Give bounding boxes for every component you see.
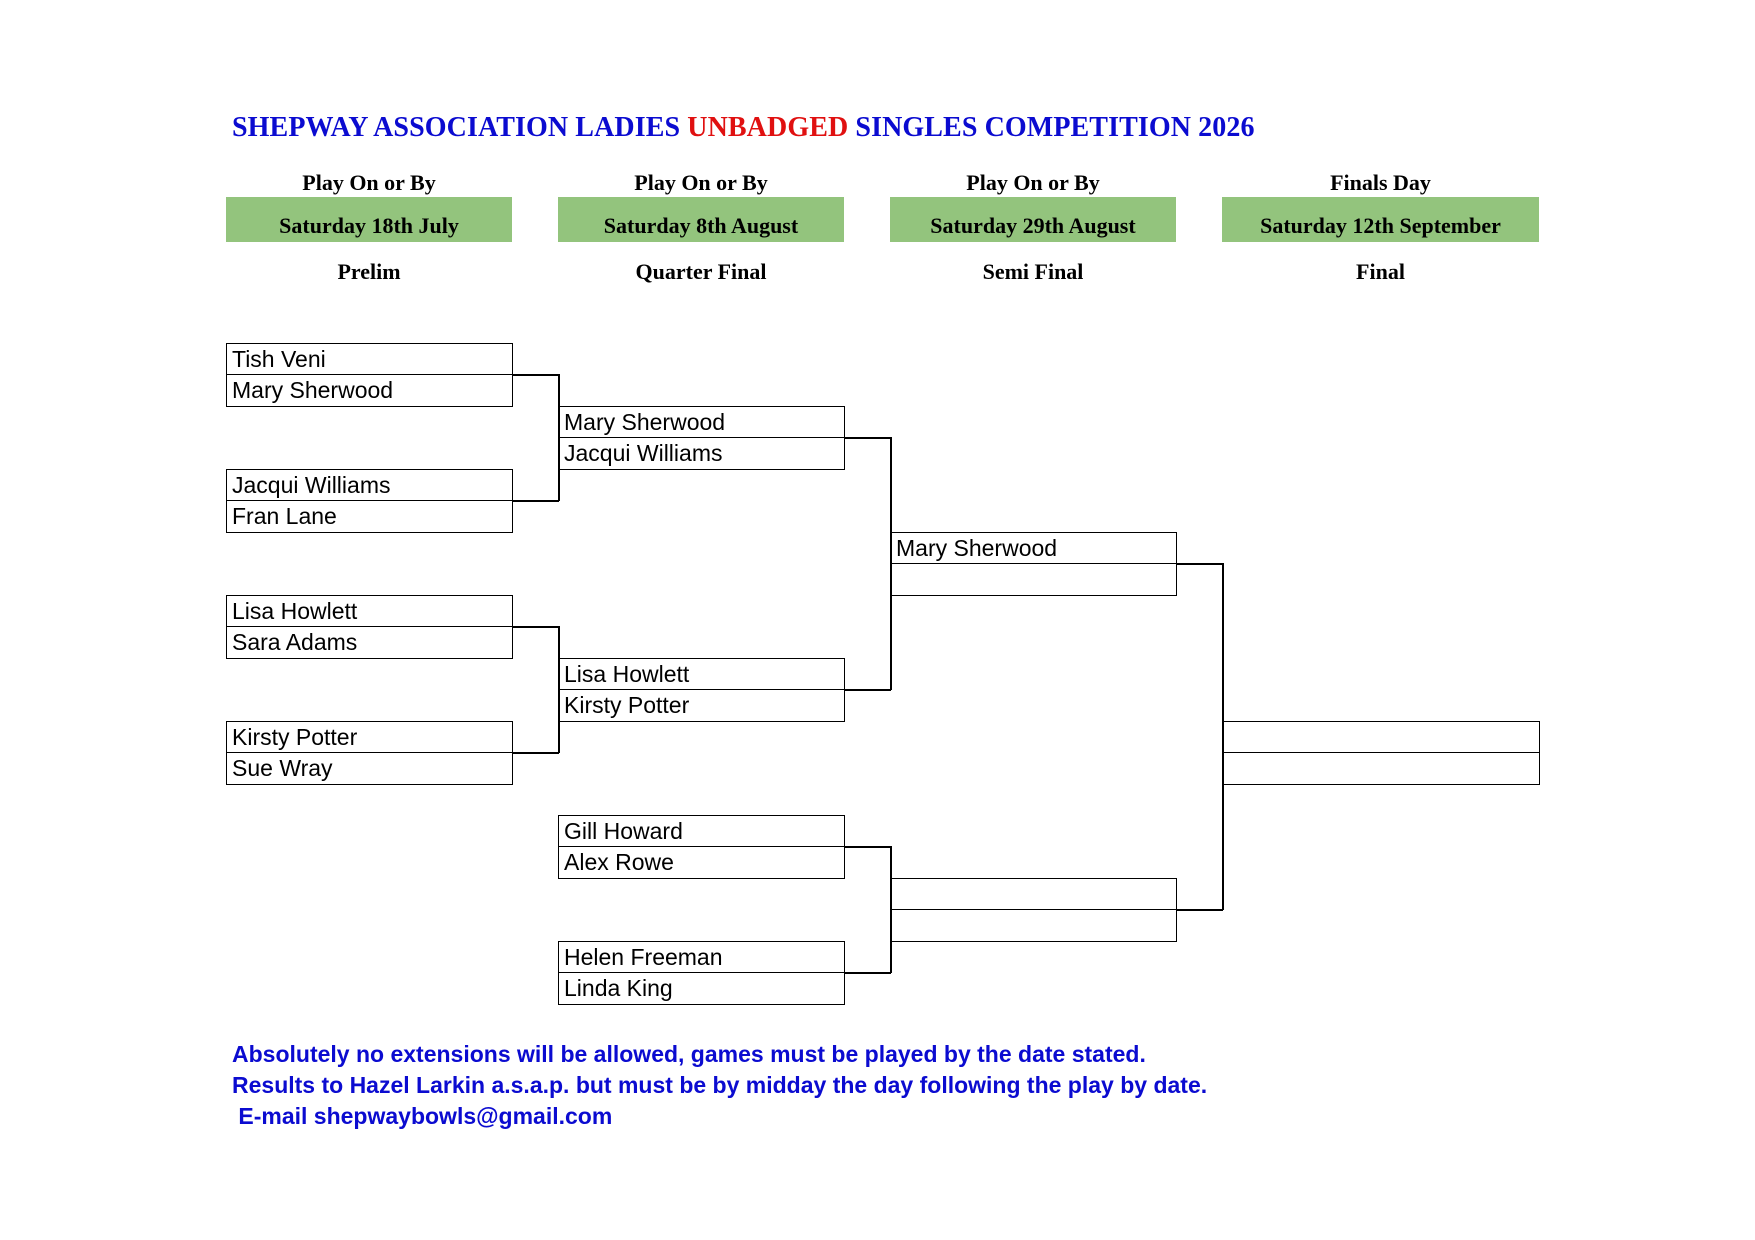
quarter-final-slot: Mary Sherwood: [558, 406, 845, 439]
round-quarter-date: Saturday 8th August: [558, 197, 844, 242]
semi-final-slot: Mary Sherwood: [890, 532, 1177, 565]
round-prelim-date: Saturday 18th July: [226, 197, 512, 242]
title-prefix: SHEPWAY ASSOCIATION LADIES: [232, 112, 688, 143]
final-slot: [1222, 721, 1540, 754]
round-final-date: Saturday 12th September: [1222, 197, 1539, 242]
quarter-final-slot: Helen Freeman: [558, 941, 845, 974]
round-semi-top: Play On or By: [966, 170, 1100, 195]
note-results: Results to Hazel Larkin a.s.a.p. but mus…: [232, 1072, 1208, 1098]
quarter-final-slot: Alex Rowe: [558, 846, 845, 879]
bracket-connector: [512, 626, 559, 628]
bracket-connector: [890, 437, 892, 690]
bracket-connector: [512, 752, 559, 754]
bracket-connector: [512, 500, 559, 502]
round-semi-date: Saturday 29th August: [890, 197, 1176, 242]
round-final-name: Final: [1356, 259, 1405, 284]
title-highlight: UNBADGED: [687, 112, 849, 143]
bracket-connector: [844, 846, 891, 848]
round-prelim-name: Prelim: [337, 259, 401, 284]
title-suffix: SINGLES COMPETITION 2026: [848, 112, 1255, 143]
bracket-connector: [1222, 563, 1224, 910]
page-title: SHEPWAY ASSOCIATION LADIES UNBADGED SING…: [232, 112, 1255, 144]
quarter-final-slot: Jacqui Williams: [558, 437, 845, 470]
round-quarter-top: Play On or By: [634, 170, 768, 195]
semi-final-slot: [890, 909, 1177, 942]
note-email: E-mail shepwaybowls@gmail.com: [232, 1103, 613, 1129]
final-slot: [1222, 752, 1540, 785]
bracket-connector: [558, 374, 560, 501]
round-final-top: Finals Day: [1330, 170, 1431, 195]
bracket-connector: [1176, 563, 1223, 565]
prelim-slot: Sue Wray: [226, 752, 513, 785]
round-prelim-top: Play On or By: [302, 170, 436, 195]
prelim-slot: Fran Lane: [226, 500, 513, 533]
quarter-final-slot: Lisa Howlett: [558, 658, 845, 691]
bracket-connector: [1176, 909, 1223, 911]
prelim-slot: Kirsty Potter: [226, 721, 513, 754]
bracket-connector: [890, 846, 892, 973]
semi-final-slot: [890, 563, 1177, 596]
prelim-slot: Mary Sherwood: [226, 374, 513, 407]
round-quarter-name: Quarter Final: [635, 259, 767, 284]
quarter-final-slot: Linda King: [558, 972, 845, 1005]
bracket-connector: [844, 972, 891, 974]
round-semi-name: Semi Final: [982, 259, 1084, 284]
prelim-slot: Sara Adams: [226, 626, 513, 659]
bracket-connector: [558, 626, 560, 753]
bracket-connector: [512, 374, 559, 376]
note-extensions: Absolutely no extensions will be allowed…: [232, 1041, 1146, 1067]
bracket-connector: [844, 437, 891, 439]
prelim-slot: Lisa Howlett: [226, 595, 513, 628]
quarter-final-slot: Kirsty Potter: [558, 689, 845, 722]
semi-final-slot: [890, 878, 1177, 911]
prelim-slot: Tish Veni: [226, 343, 513, 376]
quarter-final-slot: Gill Howard: [558, 815, 845, 848]
bracket-connector: [844, 689, 891, 691]
prelim-slot: Jacqui Williams: [226, 469, 513, 502]
